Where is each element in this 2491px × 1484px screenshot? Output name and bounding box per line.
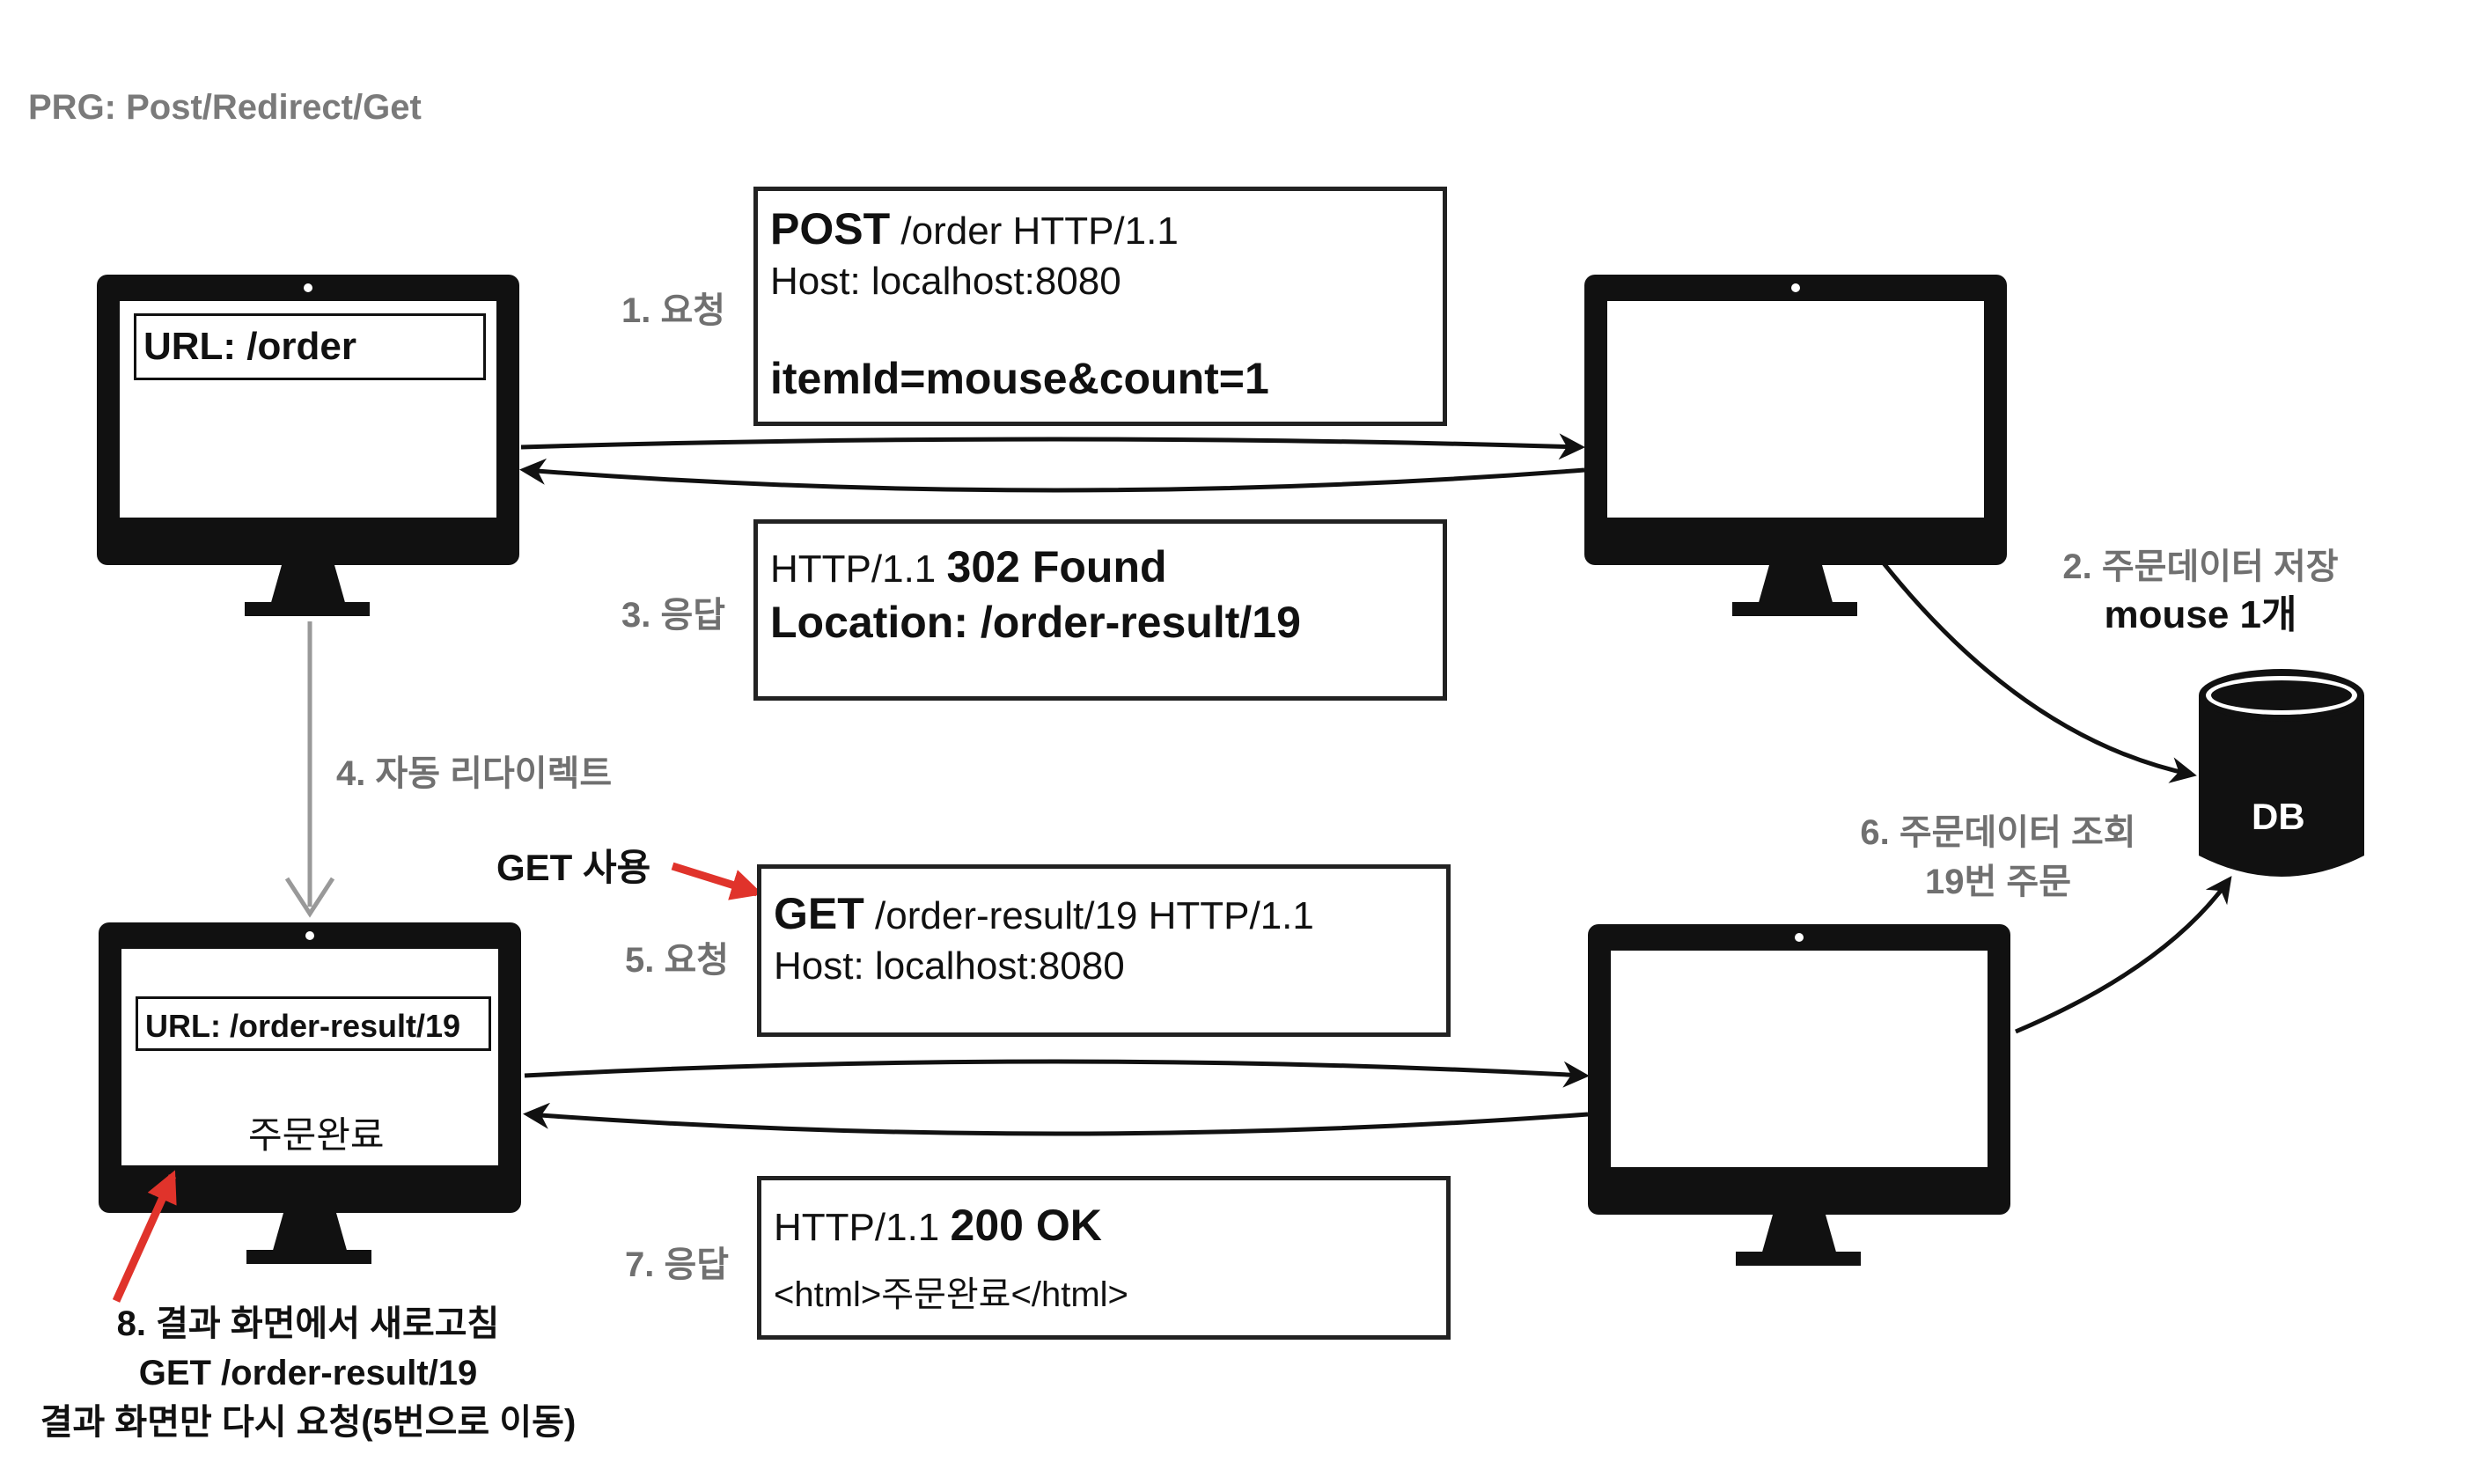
url-bar-bottom: URL: /order-result/19: [136, 996, 491, 1051]
request1-path: /order HTTP/1.1: [900, 209, 1179, 253]
query-arrow-from-db: [2015, 876, 2232, 1034]
refresh-red-arrow: [112, 1170, 177, 1303]
client-monitor-bottom: [99, 922, 521, 1264]
url-bar-top: URL: /order: [134, 313, 486, 380]
response1-protocol: HTTP/1.1: [770, 547, 937, 591]
step-8-note: 8. 결과 화면에서 새로고침 GET /order-result/19 결과 …: [9, 1299, 607, 1447]
step-8-line1: 8. 결과 화면에서 새로고침: [116, 1304, 500, 1343]
save-arrow-to-db: [1882, 562, 2197, 783]
step-4-label: 4. 자동 리다이렉트: [336, 754, 613, 793]
redirect-arrow-head: [284, 877, 335, 918]
order-complete-text: 주문완료: [248, 1114, 385, 1156]
server-monitor-bottom: [1588, 924, 2010, 1266]
step-6-line2: 19번 주문: [1924, 863, 2071, 901]
response1-status-line: HTTP/1.1 302 Found: [770, 540, 1430, 595]
step-3-label: 3. 응답: [621, 596, 726, 635]
url-text-top: URL: /order: [143, 325, 356, 368]
step-7-label: 7. 응답: [625, 1245, 730, 1284]
request1-body: itemId=mouse&count=1: [770, 353, 1269, 403]
get-usage-red-arrow: [671, 862, 763, 900]
response1-status: 302 Found: [946, 542, 1167, 591]
db-label: DB: [2252, 796, 2305, 837]
response2-protocol: HTTP/1.1: [774, 1206, 940, 1249]
step-8-line2: GET /order-result/19: [138, 1354, 478, 1392]
request1-host: Host: localhost:8080: [770, 259, 1121, 303]
response2-status: 200 OK: [950, 1201, 1102, 1250]
request-box-1: POST /order HTTP/1.1 Host: localhost:808…: [753, 187, 1447, 426]
step-6-line1: 6. 주문데이터 조회: [1860, 813, 2136, 852]
step-2-label: 2. 주문데이터 저장 mouse 1개: [2024, 544, 2377, 640]
server-monitor-top: [1584, 275, 2007, 616]
request-arrow-top: [520, 433, 1585, 460]
response-box-2: HTTP/1.1 200 OK <html>주문완료</html>: [757, 1176, 1451, 1340]
response-arrow-bottom: [523, 1102, 1589, 1136]
step-5-label: 5. 요청: [625, 941, 730, 980]
step-6-label: 6. 주문데이터 조회 19번 주문: [1796, 808, 2201, 907]
get-usage-note: GET 사용: [496, 847, 651, 888]
response-arrow-top: [519, 458, 1585, 493]
step-2-line2: mouse 1개: [2104, 593, 2297, 636]
response-box-1: HTTP/1.1 302 Found Location: /order-resu…: [753, 519, 1447, 701]
response2-body: <html>주문완료</html>: [774, 1275, 1128, 1314]
response2-status-line: HTTP/1.1 200 OK: [774, 1198, 1434, 1253]
request2-method: GET: [774, 889, 864, 938]
request1-line: POST /order HTTP/1.1: [770, 202, 1430, 257]
request-box-2: GET /order-result/19 HTTP/1.1 Host: loca…: [757, 864, 1451, 1037]
response1-location: Location: /order-result/19: [770, 597, 1301, 647]
request2-host: Host: localhost:8080: [774, 944, 1125, 988]
step-2-line1: 2. 주문데이터 저장: [2062, 547, 2339, 586]
request2-path: /order-result/19 HTTP/1.1: [875, 894, 1314, 937]
request-arrow-bottom: [524, 1059, 1590, 1088]
step-8-line3: 결과 화면만 다시 요청(5번으로 이동): [40, 1403, 577, 1442]
db-cylinder: [2199, 669, 2364, 877]
url-text-bottom: URL: /order-result/19: [145, 1008, 461, 1044]
request2-line: GET /order-result/19 HTTP/1.1: [774, 886, 1434, 942]
diagram-title: PRG: Post/Redirect/Get: [28, 88, 422, 127]
request1-method: POST: [770, 204, 891, 253]
step-1-label: 1. 요청: [621, 291, 726, 330]
